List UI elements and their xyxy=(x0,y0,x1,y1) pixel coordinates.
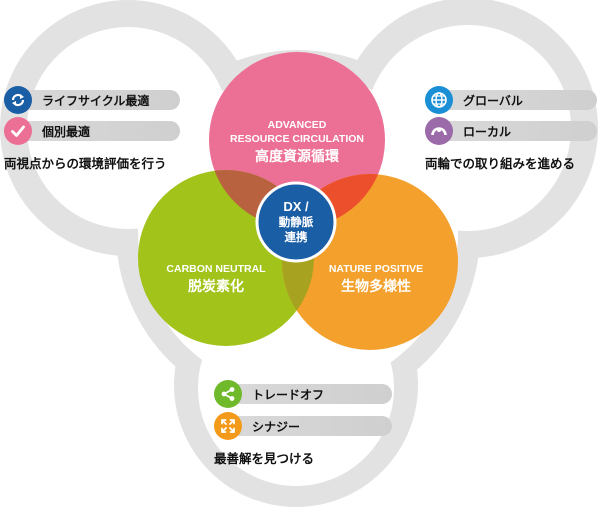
venn-circles xyxy=(138,52,458,350)
right-circle-en: NATURE POSITIVE xyxy=(328,263,424,275)
top-circle-ja: 高度資源循環 xyxy=(255,149,339,165)
top-circle-en-line1: ADVANCED xyxy=(267,119,327,131)
bottom-item-synergy: シナジー xyxy=(214,412,392,440)
label-bar xyxy=(228,384,392,404)
right-item-global-label: グローバル xyxy=(463,93,523,108)
label-bar xyxy=(439,121,597,141)
center-dx-circle xyxy=(255,181,337,263)
left-circle-ja: 脱炭素化 xyxy=(188,279,244,295)
globe-icon xyxy=(425,86,453,114)
label-bar xyxy=(439,90,597,110)
left-item-individual-label: 個別最適 xyxy=(42,124,91,139)
label-bar xyxy=(18,90,180,110)
left-item-individual: 個別最適 xyxy=(4,117,180,145)
synergy-arrows-icon xyxy=(214,412,242,440)
left-item-lifecycle: ライフサイクル最適 xyxy=(4,86,180,114)
right-item-local-label: ローカル xyxy=(463,124,512,139)
local-arc-icon xyxy=(425,117,453,145)
left-circle-en: CARBON NEUTRAL xyxy=(166,263,266,275)
right-circle-ja: 生物多様性 xyxy=(341,279,411,295)
left-item-lifecycle-label: ライフサイクル最適 xyxy=(42,93,150,108)
checkmark-icon xyxy=(4,117,32,145)
bottom-item-tradeoff-label: トレードオフ xyxy=(252,387,325,402)
right-item-local: ローカル xyxy=(425,117,597,145)
center-dx-line2: 動静脈 xyxy=(278,215,314,229)
center-dx-line3: 連携 xyxy=(284,230,308,244)
label-bar xyxy=(18,121,180,141)
right-item-global: グローバル xyxy=(425,86,597,114)
bottom-item-tradeoff: トレードオフ xyxy=(214,380,392,408)
right-caption: 両輪での取り組みを進める xyxy=(425,156,576,171)
label-bar xyxy=(228,416,392,436)
bottom-caption: 最善解を見つける xyxy=(214,451,315,466)
center-dx-line1: DX / xyxy=(283,199,309,214)
bottom-item-synergy-label: シナジー xyxy=(252,419,301,434)
cycle-arrows-icon xyxy=(4,86,32,114)
top-circle-en-line2: RESOURCE CIRCULATION xyxy=(230,133,364,145)
share-icon xyxy=(214,380,242,408)
left-caption: 両視点からの環境評価を行う xyxy=(4,156,167,171)
